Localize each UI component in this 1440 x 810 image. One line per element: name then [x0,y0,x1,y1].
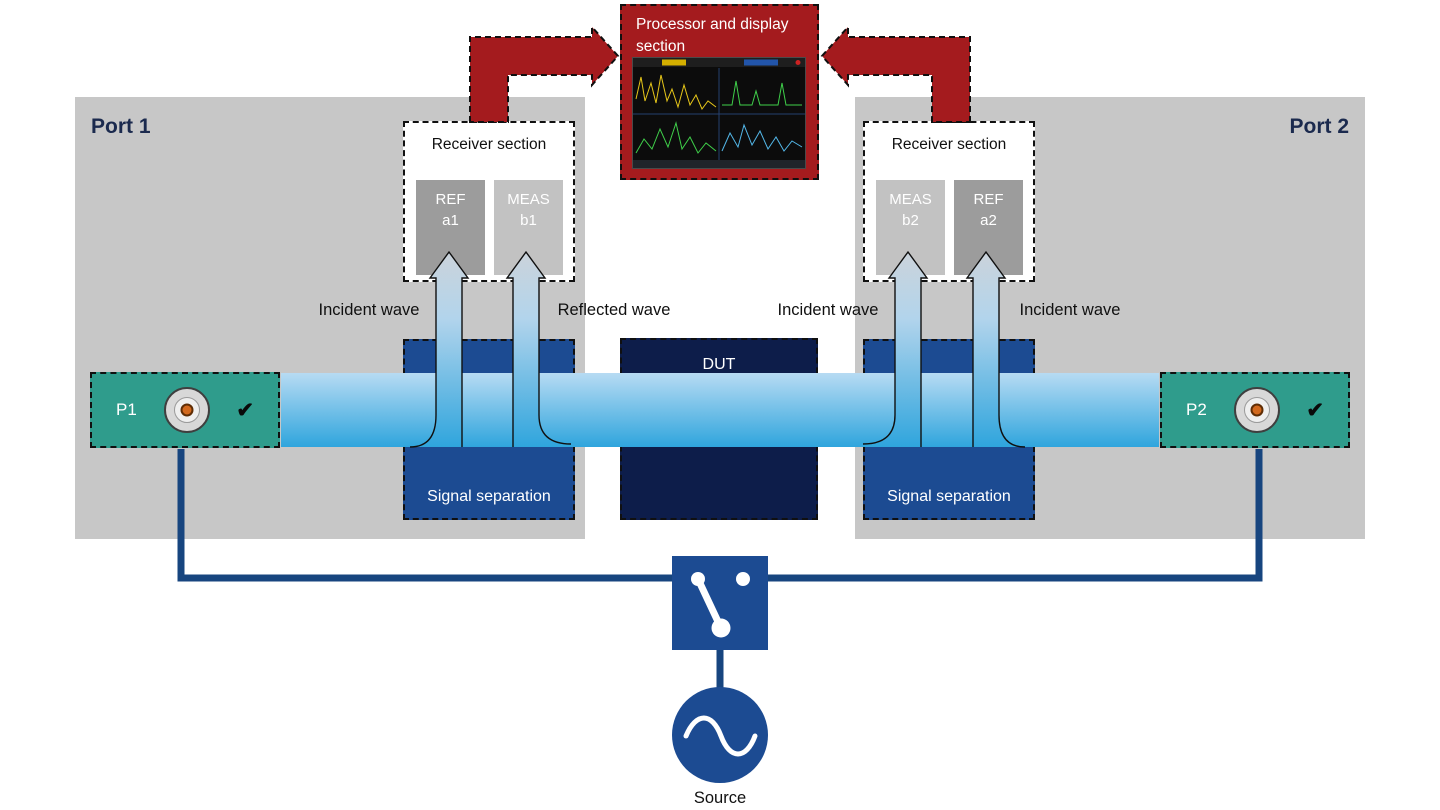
switch-box [672,556,768,650]
screen-trace-blue [721,123,803,152]
check-icon: ✔ [1306,398,1324,422]
coax-connector-icon [1233,387,1280,433]
processor-title: Processor and display section [636,16,789,55]
port1-connector-box: P1 ✔ [90,372,280,448]
meas-b1-line2: b1 [520,212,537,229]
source-node [672,687,768,783]
screen-trace-yellow [635,74,717,110]
signal-separation-label: Signal separation [887,488,1011,505]
ref-a2-line1: REF [973,191,1004,208]
sine-wave-icon [683,715,758,757]
port2-connector-box: P2 ✔ [1160,372,1350,448]
pipe-arrow-a2 [967,252,1025,447]
port2-label: Port 2 [1289,115,1349,138]
incident-wave-label-mid: Incident wave [777,301,879,319]
check-icon: ✔ [236,398,254,422]
reflected-wave-label: Reflected wave [557,301,671,319]
ref-a2-line2: a2 [980,212,997,229]
meas-b2-line1: MEAS [889,191,932,208]
receiver-section-title: Receiver section [431,136,547,153]
wire-port1 [177,449,672,582]
signal-band [281,373,1159,447]
ref-a1-line2: a1 [442,212,459,229]
source-wiring [177,449,1263,688]
screen-trace-green-bottom [635,121,717,154]
meas-b1-box: MEAS b1 [494,180,563,275]
ref-a1-box: REF a1 [416,180,485,275]
p1-label: P1 [116,400,137,419]
wire-port2 [768,449,1263,582]
processor-box: Processor and display section [620,4,819,180]
wave-arrows [409,250,1026,448]
pipe-arrow-a1 [410,252,468,447]
red-arrow-left [469,24,620,123]
meas-b1-line1: MEAS [507,191,550,208]
p2-label: P2 [1186,400,1207,419]
red-arrow-right [820,24,971,123]
ref-a1-line1: REF [435,191,466,208]
screen-trace-green-top [722,80,802,106]
receiver-section-title: Receiver section [891,136,1007,153]
incident-wave-label-port1: Incident wave [318,301,420,319]
meas-b2-line2: b2 [902,212,919,229]
switch-icon [691,572,750,638]
dut-label: DUT [702,356,736,373]
source-label: Source [693,789,747,807]
vna-screen [632,57,806,169]
port1-label: Port 1 [91,115,151,138]
coax-connector-icon [163,387,210,433]
signal-separation-label: Signal separation [427,488,551,505]
incident-wave-label-port2: Incident wave [1019,301,1121,319]
